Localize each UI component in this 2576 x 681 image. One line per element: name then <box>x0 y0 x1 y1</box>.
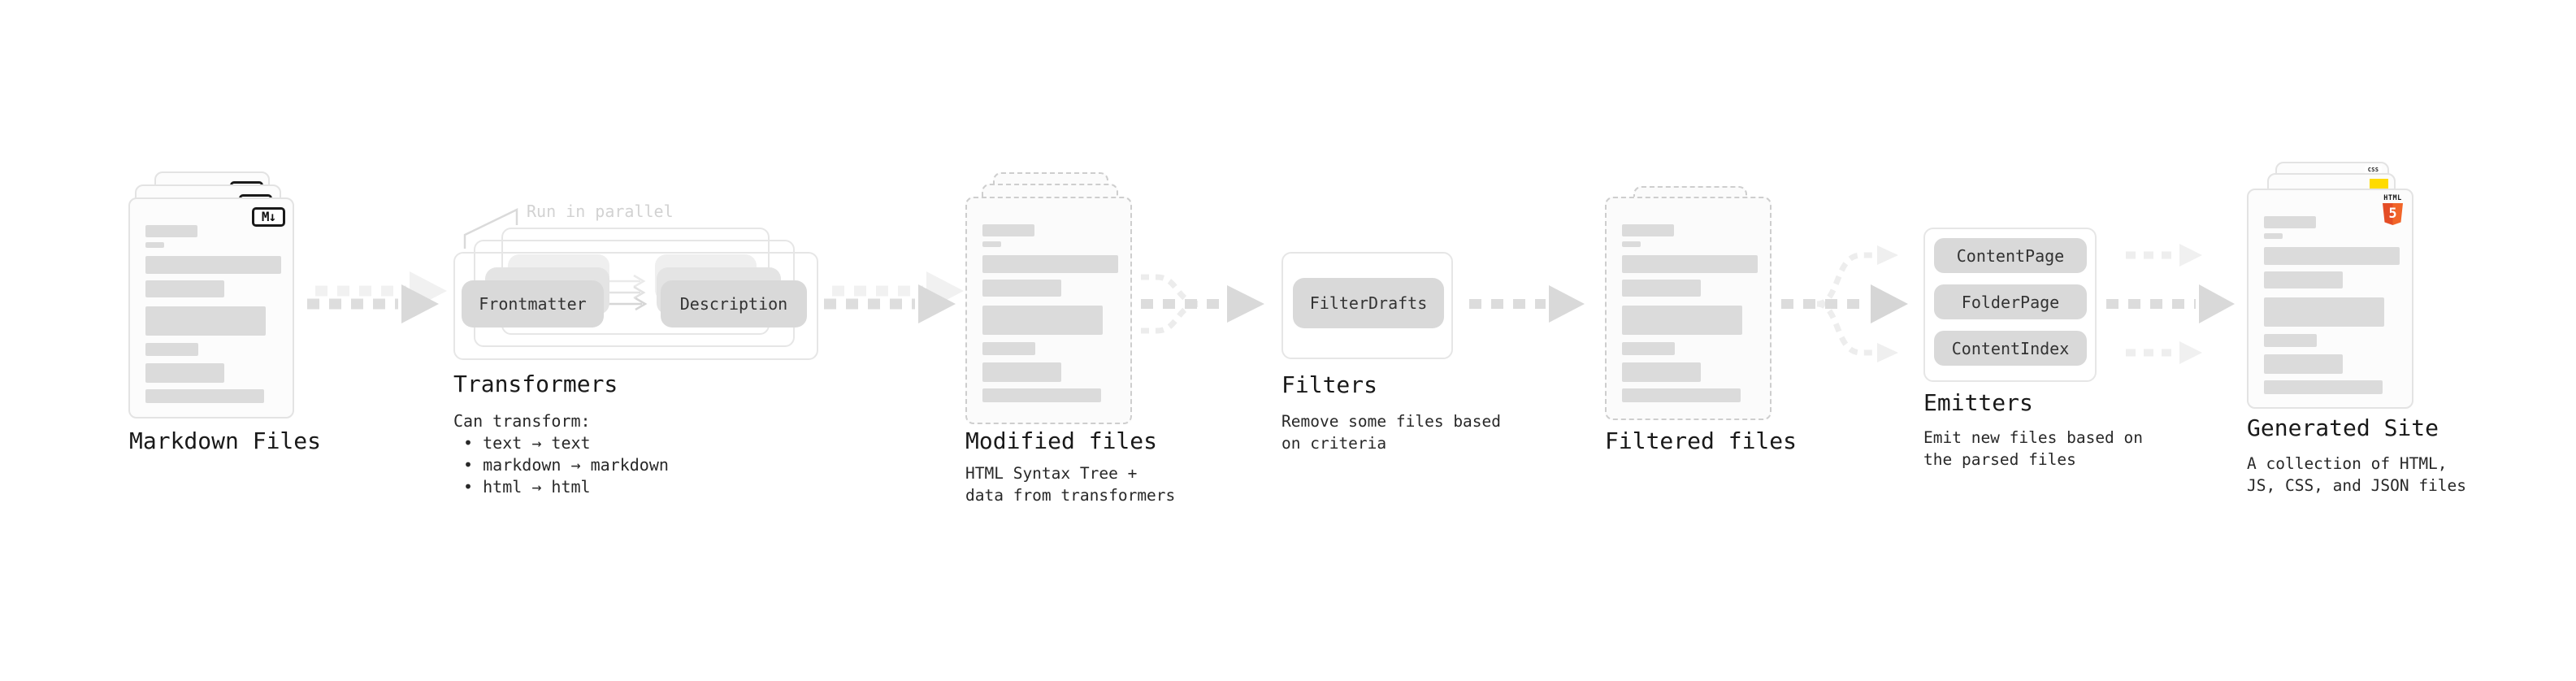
text-placeholder-bar <box>982 224 1034 236</box>
text-placeholder-bar <box>1622 255 1758 273</box>
emitters-card <box>1923 228 2097 382</box>
emitter-pill-contentpage: ContentPage <box>1934 238 2087 273</box>
text-placeholder-bar <box>2264 354 2343 374</box>
filters-description: Remove some files based on criteria <box>1281 412 1502 453</box>
arrow-transformers-to-modified <box>824 271 964 323</box>
text-placeholder-bar <box>982 241 1001 247</box>
filter-pill-filterdrafts: FilterDrafts <box>1293 278 1444 328</box>
text-placeholder-bar <box>982 388 1101 402</box>
text-placeholder-bar <box>1622 224 1674 236</box>
text-placeholder-bar <box>982 280 1061 297</box>
text-placeholder-bar <box>2264 297 2384 327</box>
text-placeholder-bar <box>2264 334 2317 347</box>
text-placeholder-bar <box>1622 342 1675 355</box>
text-placeholder-bar <box>982 342 1035 355</box>
text-placeholder-bar <box>2264 247 2400 265</box>
generated-site-description: A collection of HTML, JS, CSS, and JSON … <box>2247 454 2467 495</box>
text-placeholder-bar <box>1622 241 1641 247</box>
text-placeholder-bar <box>145 306 266 336</box>
transformer-pill-frontmatter: Frontmatter <box>462 280 604 327</box>
parallel-run-arrows <box>608 274 648 311</box>
emitters-description: Emit new files based on the parsed files <box>1923 428 2144 469</box>
emitter-pill-contentindex: ContentIndex <box>1934 331 2087 366</box>
transformers-description: Can transform: • text → text • markdown … <box>453 411 669 497</box>
arrow-emitters-to-generated <box>2106 244 2235 364</box>
run-in-parallel-note: Run in parallel <box>527 202 674 221</box>
text-placeholder-bar <box>982 255 1118 273</box>
text-placeholder-bar <box>145 389 264 403</box>
markdown-files-title: Markdown Files <box>129 427 322 454</box>
text-placeholder-bar <box>982 306 1103 335</box>
text-placeholder-bar <box>2264 233 2283 239</box>
emitters-title: Emitters <box>1923 389 2033 416</box>
modified-files-title: Modified files <box>965 427 1158 454</box>
text-placeholder-bar <box>1622 362 1701 382</box>
modified-files-description: HTML Syntax Tree + data from transformer… <box>965 464 1176 505</box>
arrow-modified-to-filters <box>1141 274 1264 334</box>
text-placeholder-bar <box>1622 280 1701 297</box>
run-in-parallel-leader-line <box>463 208 518 249</box>
transformer-card-front <box>453 252 818 360</box>
text-placeholder-bar <box>145 280 224 297</box>
generated-file-card-front: HTML 5 <box>2247 189 2413 409</box>
filters-card <box>1281 252 1453 359</box>
text-placeholder-bar <box>145 363 224 383</box>
text-placeholder-bar <box>145 256 281 274</box>
markdown-file-card-front: M↓ <box>128 197 294 419</box>
arrow-filtered-to-emitters <box>1781 245 1908 362</box>
text-placeholder-bar <box>982 362 1061 382</box>
filters-title: Filters <box>1281 371 1378 398</box>
transformers-title: Transformers <box>453 371 618 397</box>
modified-file-card-front <box>965 197 1132 424</box>
text-placeholder-bar <box>1622 388 1741 402</box>
filtered-files-title: Filtered files <box>1605 427 1798 454</box>
generated-site-title: Generated Site <box>2247 414 2439 441</box>
text-placeholder-bar <box>2264 271 2343 288</box>
filtered-file-card-front <box>1605 197 1772 420</box>
text-placeholder-bar <box>145 242 164 248</box>
text-placeholder-bar <box>2264 380 2383 394</box>
arrow-filters-to-filtered <box>1469 285 1585 323</box>
html5-icon: HTML 5 <box>2383 195 2403 225</box>
markdown-icon: M↓ <box>252 207 285 227</box>
transformer-pill-description: Description <box>661 280 807 327</box>
arrow-markdown-to-transformers <box>307 271 447 323</box>
text-placeholder-bar <box>2264 216 2316 228</box>
text-placeholder-bar <box>1622 306 1742 335</box>
text-placeholder-bar <box>145 343 198 356</box>
text-placeholder-bar <box>145 225 197 237</box>
emitter-pill-folderpage: FolderPage <box>1934 284 2087 319</box>
